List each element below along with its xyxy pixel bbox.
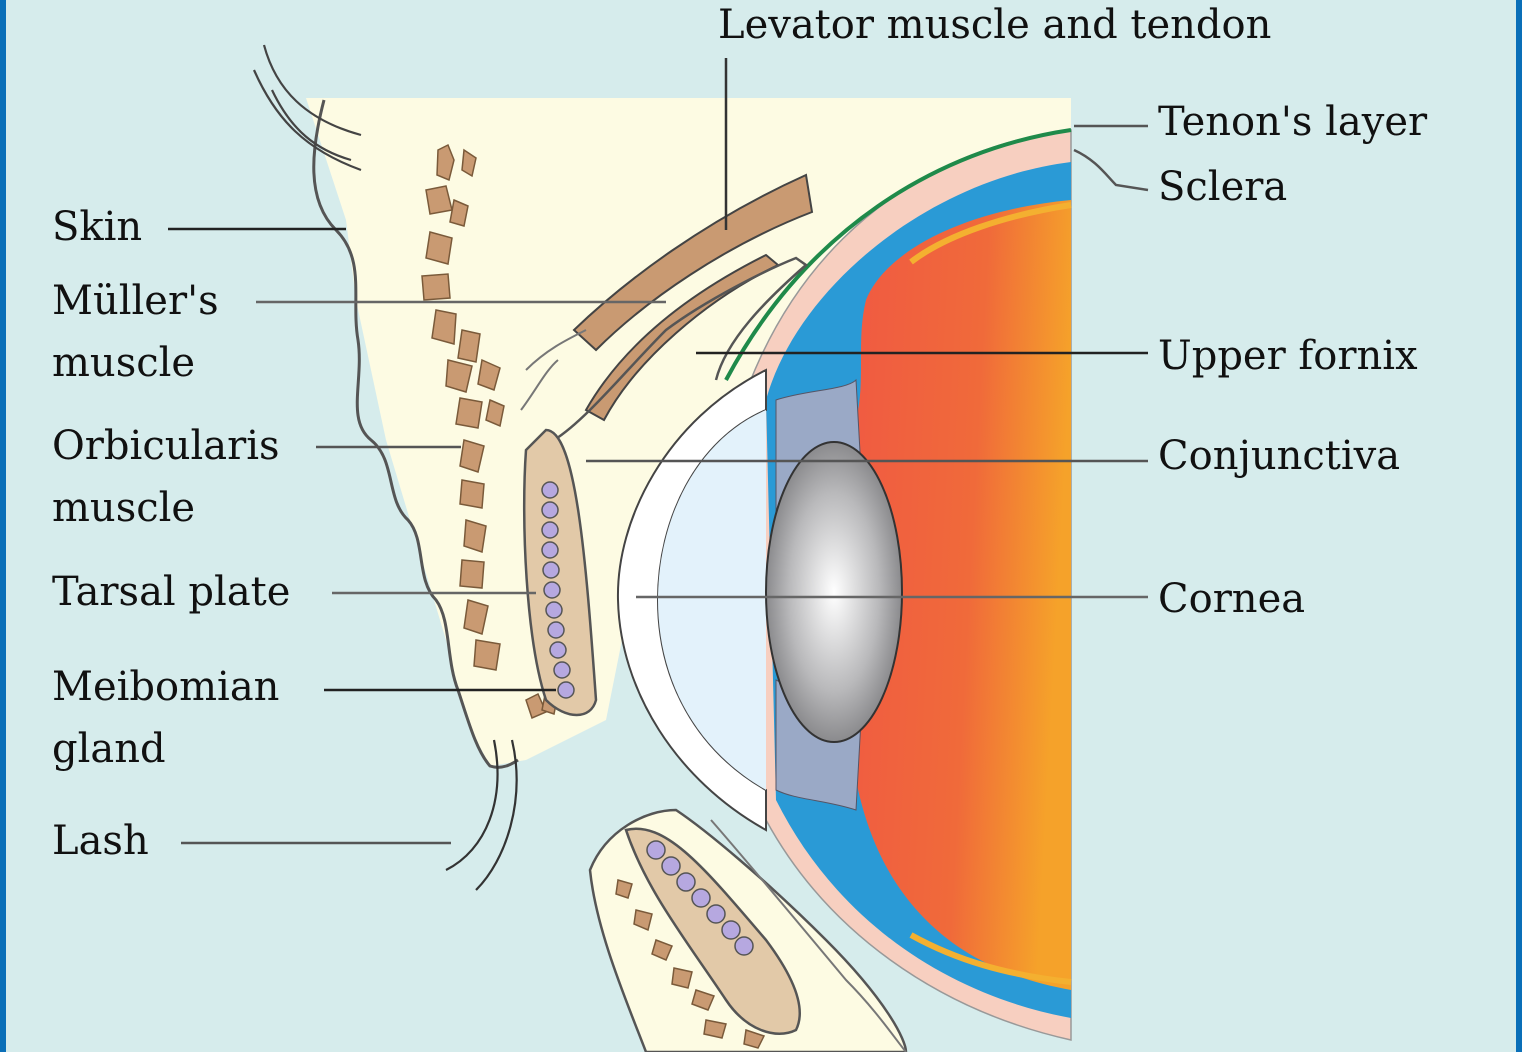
label-sclera: Sclera [1158,156,1287,218]
eyelid-cross-section-figure: Levator muscle and tendon Tenon's layer … [6,0,1516,1052]
label-tenons-layer: Tenon's layer [1158,91,1427,153]
label-cornea: Cornea [1158,568,1305,630]
label-mullers-muscle: Müller's muscle [52,270,219,394]
label-levator-muscle: Levator muscle and tendon [718,0,1271,56]
label-meibomian-gland: Meibomian gland [52,656,279,780]
label-orbicularis-muscle: Orbicularis muscle [52,415,280,539]
label-lash: Lash [52,810,149,872]
label-tarsal-plate: Tarsal plate [52,561,290,623]
sclera-leader [1074,150,1148,190]
label-upper-fornix: Upper fornix [1158,325,1418,387]
label-skin: Skin [52,196,142,258]
lens [766,442,902,742]
label-conjunctiva: Conjunctiva [1158,425,1400,487]
